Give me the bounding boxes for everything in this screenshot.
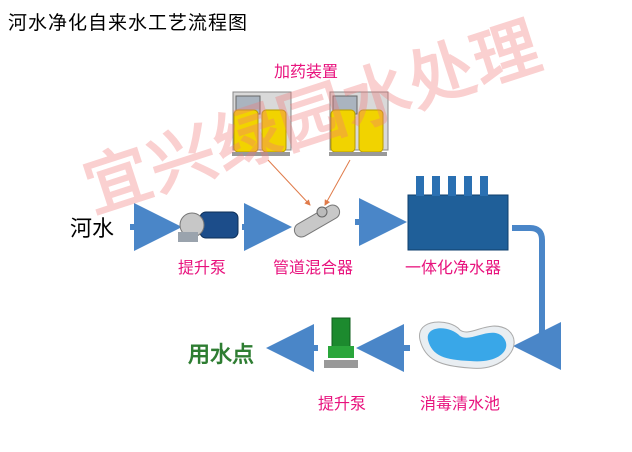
label-dosing: 加药装置 [274, 58, 338, 82]
label-use-point: 用水点 [188, 337, 254, 369]
disinfection-pool [420, 322, 515, 368]
integrated-purifier [408, 176, 508, 250]
label-purifier: 一体化净水器 [405, 254, 501, 278]
label-pump1: 提升泵 [178, 254, 226, 278]
dosing-line-right [325, 160, 350, 205]
label-pump2: 提升泵 [318, 390, 366, 414]
arrow-purifier-to-pool [512, 228, 542, 346]
lift-pump-1 [178, 212, 238, 242]
label-pool: 消毒清水池 [420, 390, 500, 414]
pipe-mixer [292, 202, 342, 239]
label-mixer: 管道混合器 [273, 254, 353, 278]
label-river: 河水 [70, 211, 114, 243]
lift-pump-2 [324, 318, 358, 368]
